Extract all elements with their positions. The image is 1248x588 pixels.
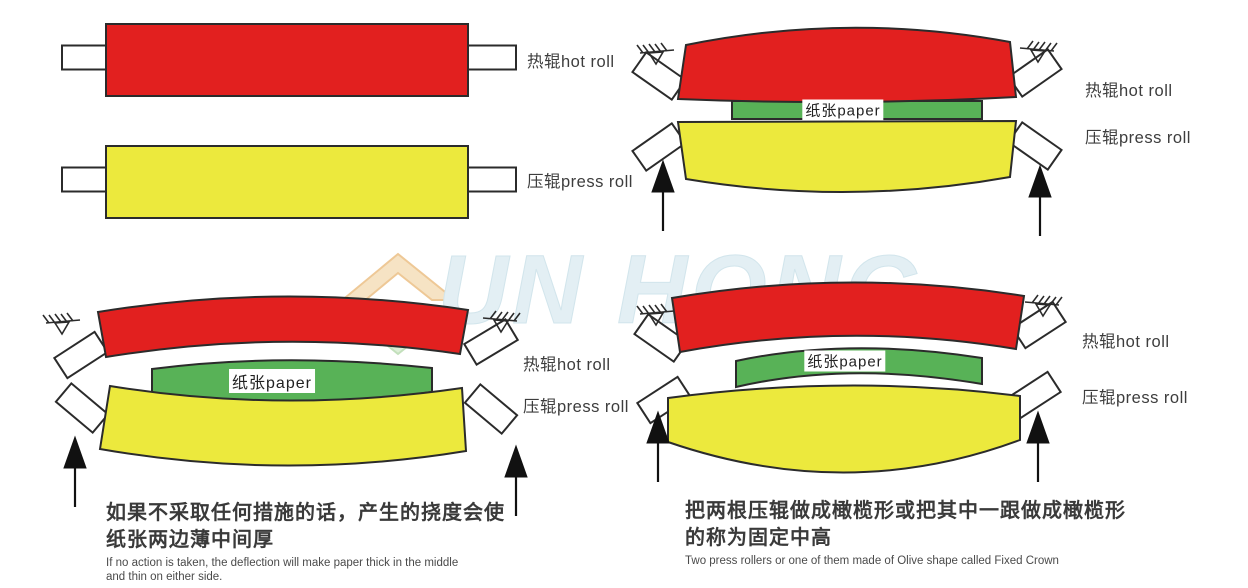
fixed-support-icon <box>42 312 81 335</box>
journal-stub <box>631 122 687 172</box>
hot-roll-shape <box>676 26 1018 104</box>
press-roll-label-q3: 压辊press roll <box>523 398 629 416</box>
force-arrow-icon <box>62 435 88 509</box>
hot-roll-label-q4: 热辊hot roll <box>1082 333 1170 351</box>
press-roll-label-q2: 压辊press roll <box>1085 129 1191 147</box>
caption-fixed-crown-zh-line1: 把两根压辊做成橄榄形或把其中一跟做成橄榄形 <box>685 500 1126 522</box>
paper-label-q4: 纸张paper <box>804 350 886 372</box>
force-arrow-icon <box>650 159 676 233</box>
press-roll-label-q1: 压辊press roll <box>527 173 633 191</box>
hot-roll-shape <box>105 23 469 97</box>
journal-stub <box>467 44 517 71</box>
hot-roll-shape <box>670 281 1026 354</box>
force-arrow-icon <box>503 444 529 518</box>
paper-label-q2: 纸张paper <box>802 99 884 121</box>
journal-stub <box>54 382 110 434</box>
press-roll-shape <box>98 384 468 467</box>
caption-deflection-zh-line1: 如果不采取任何措施的话，产生的挠度会使 <box>106 502 505 524</box>
caption-deflection: 如果不采取任何措施的话，产生的挠度会使 纸张两边薄中间厚 If no actio… <box>106 500 505 584</box>
force-arrow-icon <box>1027 164 1053 238</box>
diagram-crowned-rolls <box>631 26 1063 238</box>
hot-roll-label-q1: 热辊hot roll <box>527 53 615 71</box>
journal-stub <box>463 318 519 366</box>
journal-stub <box>61 166 111 193</box>
caption-fixed-crown-en-line1: Two press rollers or one of them made of… <box>685 555 1059 567</box>
hot-roll-shape <box>96 295 470 359</box>
journal-stub <box>467 166 517 193</box>
force-arrow-icon <box>1025 410 1051 484</box>
caption-deflection-en-line2: and thin on either side. <box>106 570 223 583</box>
press-roll-label-q4: 压辊press roll <box>1082 389 1188 407</box>
caption-deflection-zh-line2: 纸张两边薄中间厚 <box>106 529 274 551</box>
paper-label-q3: 纸张paper <box>229 369 315 393</box>
journal-stub <box>61 44 111 71</box>
hot-roll-label-q3: 热辊hot roll <box>523 356 611 374</box>
journal-stub <box>53 330 109 380</box>
caption-deflection-en-line1: If no action is taken, the deflection wi… <box>106 557 459 569</box>
diagram-deflected-rolls <box>42 295 529 518</box>
press-roll-shape <box>667 384 1021 474</box>
diagram-straight-rolls <box>61 23 517 219</box>
diagram-olive-rolls <box>633 281 1067 484</box>
caption-fixed-crown: 把两根压辊做成橄榄形或把其中一跟做成橄榄形 的称为固定中高 Two press … <box>685 498 1126 569</box>
hot-roll-label-q2: 热辊hot roll <box>1085 82 1173 100</box>
caption-fixed-crown-zh-line2: 的称为固定中高 <box>685 527 832 549</box>
journal-stub <box>463 383 519 435</box>
press-roll-shape <box>676 119 1018 194</box>
press-roll-shape <box>105 145 469 219</box>
journal-stub <box>1007 121 1063 171</box>
